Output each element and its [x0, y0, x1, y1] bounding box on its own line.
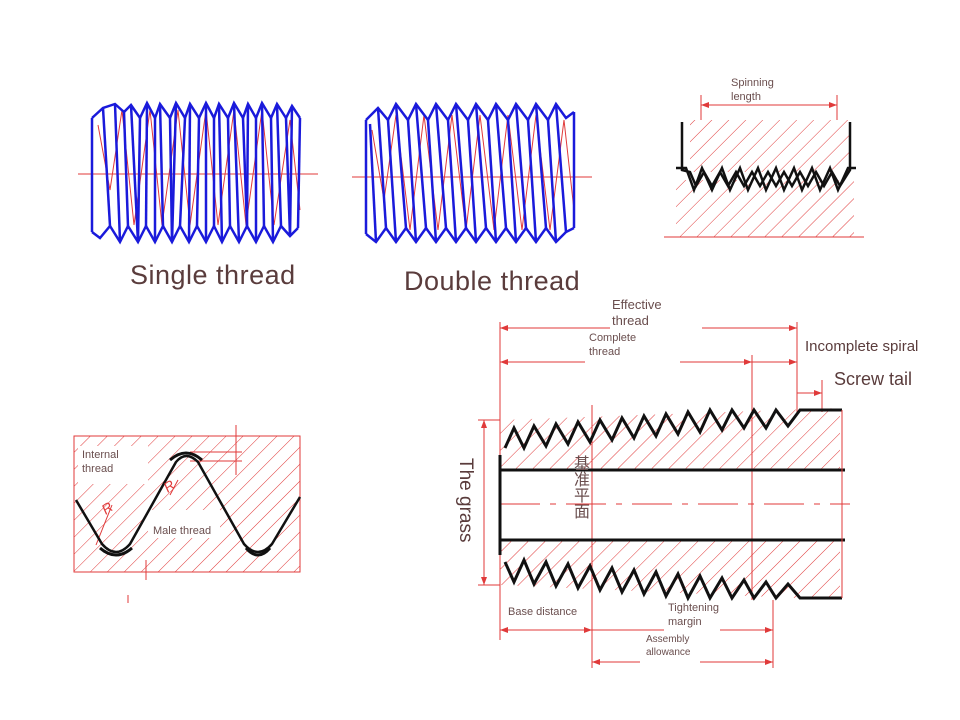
taper-thread-figure: [478, 322, 850, 668]
spinning-length-label: Spinning length: [731, 77, 774, 103]
assembly-allowance-label: Assembly allowance: [646, 634, 691, 658]
base-distance-label: Base distance: [508, 606, 578, 618]
double-thread-caption: Double thread: [404, 266, 581, 296]
double-thread-figure: [352, 101, 592, 245]
complete-thread-label: Complete thread: [589, 332, 637, 358]
datum-plane-label: 基准平面: [571, 455, 588, 519]
incomplete-spiral-label: Incomplete spiral: [805, 338, 919, 355]
the-grass-label: The grass: [455, 458, 476, 543]
effective-thread-label: Effective thread: [612, 297, 662, 328]
tightening-margin-label: Tightening margin: [668, 602, 719, 628]
internal-male-thread-figure: [73, 425, 302, 603]
single-thread-caption: Single thread: [130, 260, 296, 290]
male-thread-label: Male thread: [153, 525, 212, 537]
internal-thread-label: Internal thread: [82, 449, 119, 475]
screw-tail-label: Screw tail: [834, 369, 913, 389]
spinning-length-figure: [664, 95, 864, 238]
single-thread-figure: [78, 100, 318, 245]
